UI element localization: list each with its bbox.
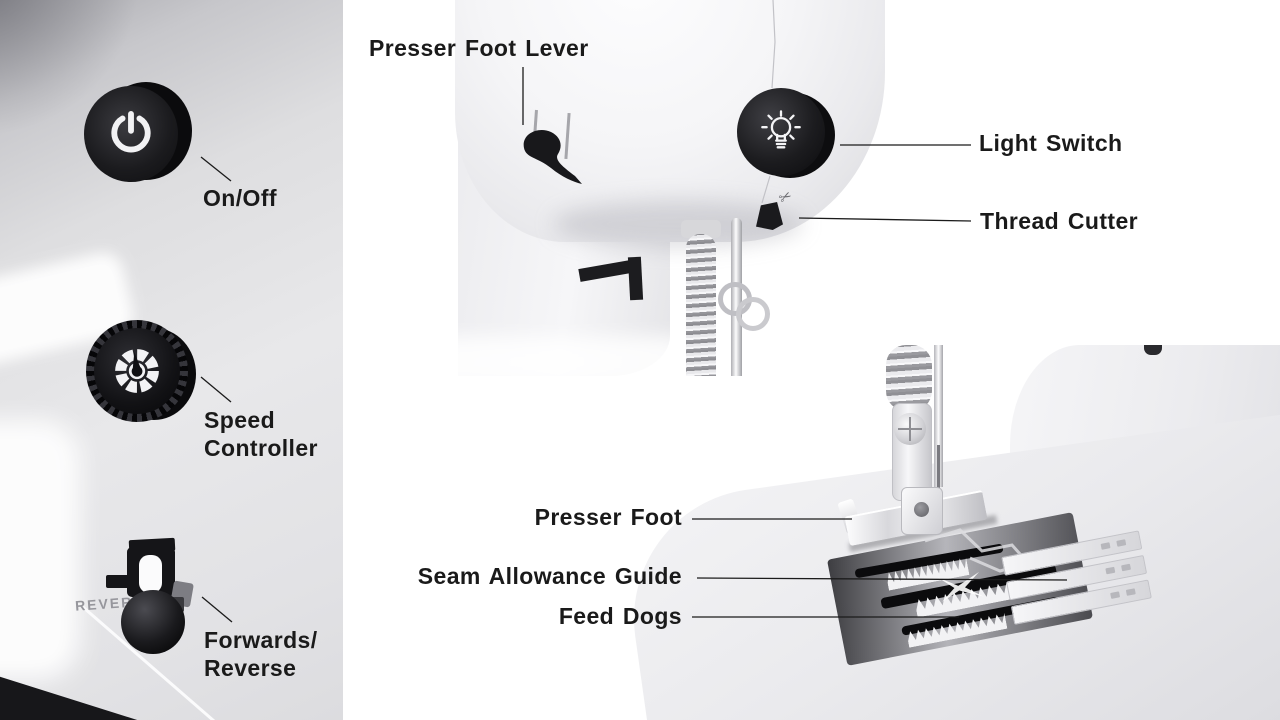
spring-cap	[681, 220, 721, 238]
bracket-hole	[914, 502, 929, 517]
needle-bar-spring	[886, 345, 932, 411]
label-on-off: On/Off	[203, 185, 277, 211]
label-forwards-line1: Forwards/	[204, 627, 318, 653]
label-presser-foot-lever: Presser Foot Lever	[369, 35, 589, 61]
side-view-photo: REVERSE	[0, 0, 343, 720]
label-presser-foot: Presser Foot	[534, 504, 682, 530]
label-speed-line2: Controller	[204, 435, 318, 461]
pillar-base-highlight	[433, 336, 683, 376]
presser-foot-bracket	[901, 487, 943, 535]
tension-mark	[627, 256, 644, 301]
needle-bar-spring	[686, 234, 716, 376]
label-thread-cutter: Thread Cutter	[980, 208, 1138, 234]
label-forwards-reverse: Forwards/ Reverse	[204, 626, 318, 682]
label-seam-allowance-guide: Seam Allowance Guide	[417, 563, 682, 589]
body-screw-notch	[1144, 345, 1162, 355]
label-speed-controller: Speed Controller	[204, 406, 318, 462]
label-speed-line1: Speed	[204, 407, 276, 433]
body-highlight	[0, 420, 80, 680]
head-view-photo: ✂	[343, 0, 1280, 376]
light-switch-button	[737, 88, 825, 176]
label-forwards-line2: Reverse	[204, 655, 297, 681]
power-icon	[111, 111, 151, 153]
light-bulb-icon	[761, 110, 801, 149]
bed-view-photo	[620, 345, 1280, 720]
thread-guide-ring	[736, 297, 770, 331]
phillips-screw	[894, 413, 926, 445]
power-button	[84, 86, 178, 182]
reverse-lever-knob	[121, 590, 185, 654]
label-light-switch: Light Switch	[979, 130, 1123, 156]
reverse-lever-slot	[139, 555, 162, 593]
needle	[937, 445, 940, 491]
presser-foot-lever-shape	[523, 129, 582, 184]
label-feed-dogs: Feed Dogs	[558, 603, 682, 629]
speedometer-icon	[115, 349, 159, 393]
speed-knob	[94, 328, 180, 414]
presser-bar-rod	[934, 345, 943, 487]
